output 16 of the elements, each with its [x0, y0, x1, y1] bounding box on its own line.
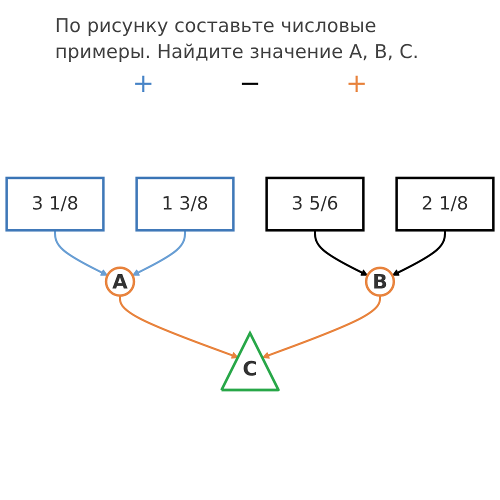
arrow	[392, 230, 446, 276]
node-box: 3 5/6	[265, 176, 365, 232]
node-box: 1 3/8	[135, 176, 235, 232]
arrow	[118, 296, 239, 360]
arrow	[54, 230, 108, 276]
arrow	[132, 230, 186, 276]
node-box: 2 1/8	[395, 176, 495, 232]
operation-sign: +	[346, 69, 368, 100]
arrow	[262, 296, 382, 359]
operation-sign: −	[239, 69, 261, 100]
operation-sign: +	[132, 69, 154, 100]
arrow	[314, 230, 368, 276]
node-circle: B	[364, 266, 396, 298]
node-box: 3 1/8	[5, 176, 105, 232]
node-circle: A	[104, 266, 136, 298]
task-text: По рисунку составьте числовые примеры. Найдите значение А, В, С.	[55, 14, 420, 65]
